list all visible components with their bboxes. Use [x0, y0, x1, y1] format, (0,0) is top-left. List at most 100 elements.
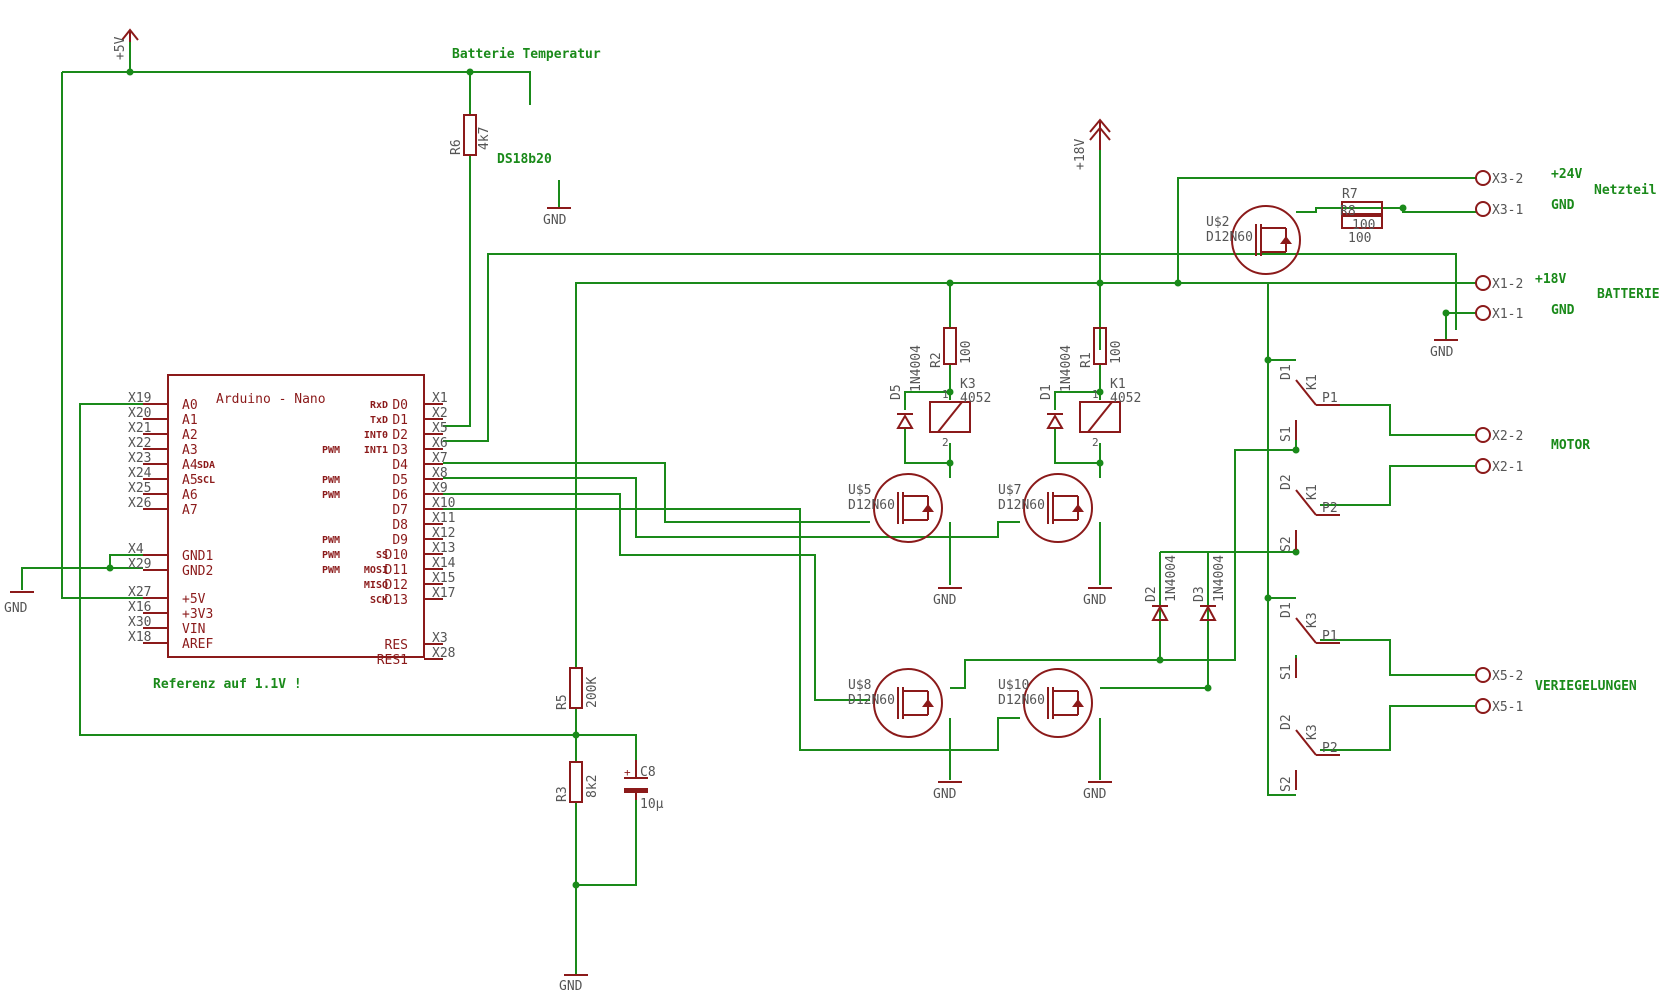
pin-x-left: X22 — [128, 436, 151, 451]
svg-text:R3: R3 — [555, 786, 570, 802]
pin-x-left: X25 — [128, 481, 151, 496]
pin-alt: MISO — [364, 580, 388, 591]
svg-text:X1-2: X1-2 — [1492, 277, 1523, 292]
contact-s: S1 — [1279, 664, 1294, 680]
svg-text:100: 100 — [1109, 341, 1124, 364]
svg-text:D2: D2 — [1144, 586, 1159, 602]
connector-x2-2: X2-2 — [1475, 427, 1523, 444]
resistor-r5: R5 200K — [555, 667, 600, 710]
svg-text:1N4004: 1N4004 — [1164, 555, 1179, 602]
pin-pwm: PWM — [322, 490, 340, 501]
pin-x-left: X21 — [128, 421, 151, 436]
label-motor: MOTOR — [1551, 438, 1590, 453]
svg-text:R6: R6 — [449, 139, 464, 155]
pin-name-right: D6 — [392, 488, 408, 503]
pin-x-left: X29 — [128, 557, 151, 572]
svg-text:X5-2: X5-2 — [1492, 669, 1523, 684]
pin-x-left: X4 — [128, 542, 144, 557]
svg-text:4052: 4052 — [960, 391, 991, 406]
resistor-r8: R8 100 — [1340, 204, 1383, 233]
contact-d: D1 — [1279, 602, 1294, 618]
pin-x-left: X27 — [128, 585, 151, 600]
pin-x-right: X7 — [432, 451, 448, 466]
pin-x-right: X6 — [432, 436, 448, 451]
svg-text:X5-1: X5-1 — [1492, 700, 1523, 715]
connector-x5-2: X5-2 — [1475, 667, 1523, 684]
svg-text:R8: R8 — [1340, 204, 1356, 219]
pin-name-left: +3V3 — [182, 607, 213, 622]
svg-text:2: 2 — [942, 436, 949, 449]
pin-x-left: X30 — [128, 615, 151, 630]
contact-p: P1 — [1322, 629, 1338, 644]
svg-text:GND: GND — [1430, 345, 1454, 360]
diode-d1: D1 1N4004 — [1039, 345, 1074, 429]
pin-alt: SCK — [370, 595, 388, 606]
contact-k: K1 — [1305, 374, 1320, 390]
label-batterie: BATTERIE — [1597, 287, 1660, 302]
pin-x-left: X16 — [128, 600, 151, 615]
pin-x-right: X17 — [432, 586, 455, 601]
svg-text:1N4004: 1N4004 — [909, 345, 924, 392]
svg-text:100: 100 — [1352, 218, 1375, 233]
pin-x-left: X26 — [128, 496, 151, 511]
svg-text:K1: K1 — [1110, 377, 1126, 392]
pin-name-right: D9 — [392, 533, 408, 548]
pin-name-left: A0 — [182, 398, 198, 413]
svg-text:1N4004: 1N4004 — [1059, 345, 1074, 392]
pin-x-right: X11 — [432, 511, 455, 526]
connector-x5-1: X5-1 — [1475, 698, 1523, 715]
pin-name-right: RES1 — [377, 653, 408, 668]
pin-name-left: GND2 — [182, 564, 213, 579]
svg-text:4052: 4052 — [1110, 391, 1141, 406]
svg-text:K3: K3 — [960, 377, 976, 392]
gnd-symbols: GND GND GND GND GND GND GND GND — [4, 207, 1458, 992]
mosfet-value: D12N60 — [848, 498, 895, 513]
svg-text:1: 1 — [942, 388, 949, 401]
supply-18v-label: +18V — [1073, 139, 1088, 170]
label-veriegelungen: VERIEGELUNGEN — [1535, 679, 1637, 694]
pin-x-right: X5 — [432, 421, 448, 436]
mosfet-value: D12N60 — [998, 693, 1045, 708]
contact-s: S2 — [1279, 536, 1294, 552]
pin-x-left: X18 — [128, 630, 151, 645]
svg-text:GND: GND — [933, 787, 957, 802]
contact-d: D2 — [1279, 474, 1294, 490]
pin-x-left: X23 — [128, 451, 151, 466]
contact-d: D2 — [1279, 714, 1294, 730]
contact-s: S2 — [1279, 776, 1294, 792]
pin-x-right: X9 — [432, 481, 448, 496]
connectors: X3-2 X3-1 X1-2 X1-1 X2-2 X2-1 X5-2 X5-1 — [1475, 170, 1523, 715]
connector-x1-1: X1-1 — [1475, 305, 1523, 322]
pin-name-left: +5V — [182, 592, 206, 607]
pin-x-right: X28 — [432, 646, 455, 661]
pin-name-left: VIN — [182, 622, 205, 637]
wires — [21, 42, 1476, 975]
svg-text:D5: D5 — [889, 384, 904, 400]
pin-alt: MOSI — [364, 565, 388, 576]
resistor-r6: R6 4k7 — [449, 114, 492, 156]
pin-pwm: PWM — [322, 565, 340, 576]
pin-alt: INT0 — [364, 430, 388, 441]
svg-text:X2-1: X2-1 — [1492, 460, 1523, 475]
arduino-right-pins: X1D0RxDX2D1TxDX5D2INT0X6D3INT1PWMX7D4X8D… — [322, 391, 456, 668]
svg-text:X1-1: X1-1 — [1492, 307, 1523, 322]
relay-coil-k3: 1 2 K3 4052 — [929, 377, 991, 449]
mosfet-value: D12N60 — [998, 498, 1045, 513]
svg-text:100: 100 — [959, 341, 974, 364]
connector-x3-2: X3-2 — [1475, 170, 1523, 187]
pin-name-right: D4 — [392, 458, 408, 473]
capacitor-c8: + C8 10µ — [624, 760, 664, 812]
pin-name-right: D11 — [385, 563, 408, 578]
pin-name-left: A6 — [182, 488, 198, 503]
resistor-r3: R3 8k2 — [555, 761, 600, 803]
resistor-r2: R2 100 — [929, 327, 974, 368]
gnd-x1: GND — [1430, 339, 1458, 360]
